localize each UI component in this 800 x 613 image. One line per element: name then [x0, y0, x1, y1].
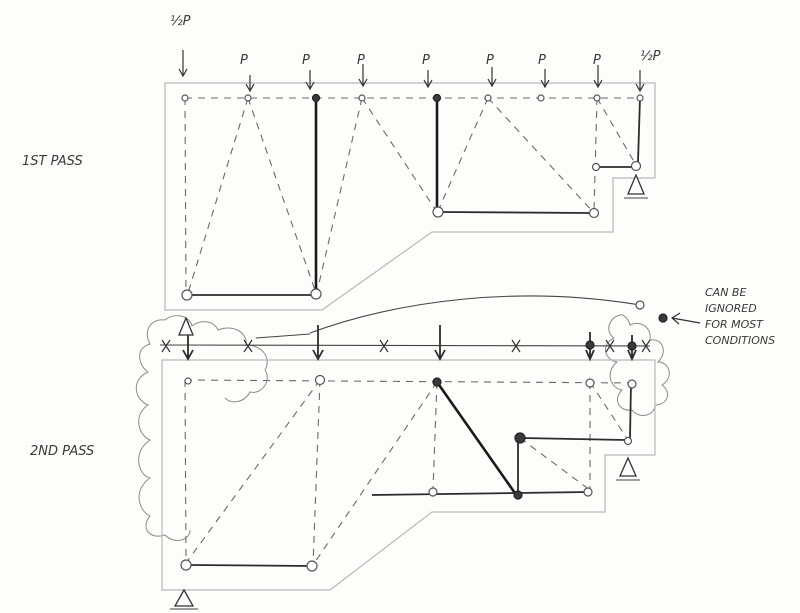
- note-anchor-node: [658, 313, 668, 323]
- pass2-diagonals: [184, 379, 629, 566]
- note-anchor-node: [635, 300, 645, 310]
- pass2-node: [306, 560, 318, 572]
- pass1-diagram: ½P P P P P P P P ½P 1ST PASS: [22, 14, 661, 311]
- note-group: CAN BE IGNORED FOR MOST CONDITIONS: [255, 286, 775, 347]
- pass2-top-chord-solid: [159, 344, 651, 347]
- pass2-load-arrows: [182, 322, 637, 362]
- note-line-4: CONDITIONS: [705, 334, 775, 347]
- pass2-node: [180, 559, 192, 571]
- pass1-node: [484, 94, 492, 102]
- pass1-node: [432, 206, 444, 218]
- pass1-bottom-chord-right: [439, 211, 592, 214]
- pass2-top-chord: [184, 379, 641, 384]
- note-leader-line: [255, 333, 311, 339]
- pass2-cut-marks: [161, 339, 651, 353]
- load-label-p: P: [593, 53, 601, 68]
- pass2-support-right-icon: [618, 456, 638, 477]
- pass2-node: [627, 341, 637, 351]
- pass2-outline: [161, 359, 656, 591]
- pass2-horizontal: [521, 437, 627, 441]
- load-label-p: P: [486, 53, 494, 68]
- pass2-node: [513, 490, 523, 500]
- left-cloud-icon: [135, 315, 268, 541]
- pass2-node: [432, 377, 442, 387]
- pass2-node: [623, 436, 633, 446]
- pass2-support-left-icon: [178, 316, 194, 336]
- pass1-node: [432, 93, 442, 103]
- pass1-node: [358, 94, 366, 102]
- pass2-label: 2ND PASS: [30, 444, 94, 459]
- pass1-node: [311, 93, 321, 103]
- pass2-diagram: 2ND PASS: [30, 314, 670, 610]
- pass1-right-vertical: [637, 97, 641, 163]
- note-leader-line: [309, 295, 641, 334]
- note-line-1: CAN BE: [705, 286, 746, 299]
- pass2-diagonal-main: [435, 381, 519, 497]
- pass1-node: [244, 94, 252, 102]
- load-label-half-p-right: ½P: [640, 49, 661, 64]
- note-line-3: FOR MOST: [705, 318, 764, 331]
- pass1-node: [593, 94, 601, 102]
- pass2-node: [514, 432, 526, 444]
- note-line-2: IGNORED: [705, 302, 757, 315]
- load-label-p: P: [302, 53, 310, 68]
- pass1-node: [181, 289, 193, 301]
- pass1-node: [591, 162, 601, 172]
- load-label-half-p-left: ½P: [170, 14, 191, 29]
- pass1-label: 1ST PASS: [22, 154, 83, 169]
- pass2-node: [585, 378, 595, 388]
- pass1-support-icon: [627, 173, 645, 195]
- pass1-diagonals: [184, 97, 637, 296]
- pass2-bottom-chord-left: [189, 564, 312, 567]
- right-cloud-icon: [605, 314, 670, 416]
- pass2-support-bottom-icon: [173, 588, 195, 607]
- note-arrow-icon: [670, 312, 701, 325]
- pass2-node: [314, 374, 326, 386]
- pass2-node: [583, 487, 593, 497]
- pass1-node: [181, 94, 189, 102]
- pass2-node: [428, 487, 438, 497]
- pass1-node: [537, 94, 545, 102]
- load-label-p: P: [538, 53, 546, 68]
- load-label-p: P: [422, 53, 430, 68]
- pass1-node: [588, 207, 600, 219]
- pass2-node: [627, 379, 637, 389]
- pass2-node: [585, 340, 595, 350]
- pass1-node: [630, 160, 642, 172]
- pass2-node: [184, 377, 192, 385]
- pass1-node: [310, 288, 322, 300]
- pass1-outline: [164, 82, 656, 311]
- pass2-right-vertical: [629, 382, 632, 439]
- pass2-bottom-chord-right: [371, 491, 589, 496]
- pass1-load-arrows: [178, 50, 645, 93]
- load-label-p: P: [240, 53, 248, 68]
- load-label-p: P: [357, 53, 365, 68]
- pass1-node: [636, 94, 644, 102]
